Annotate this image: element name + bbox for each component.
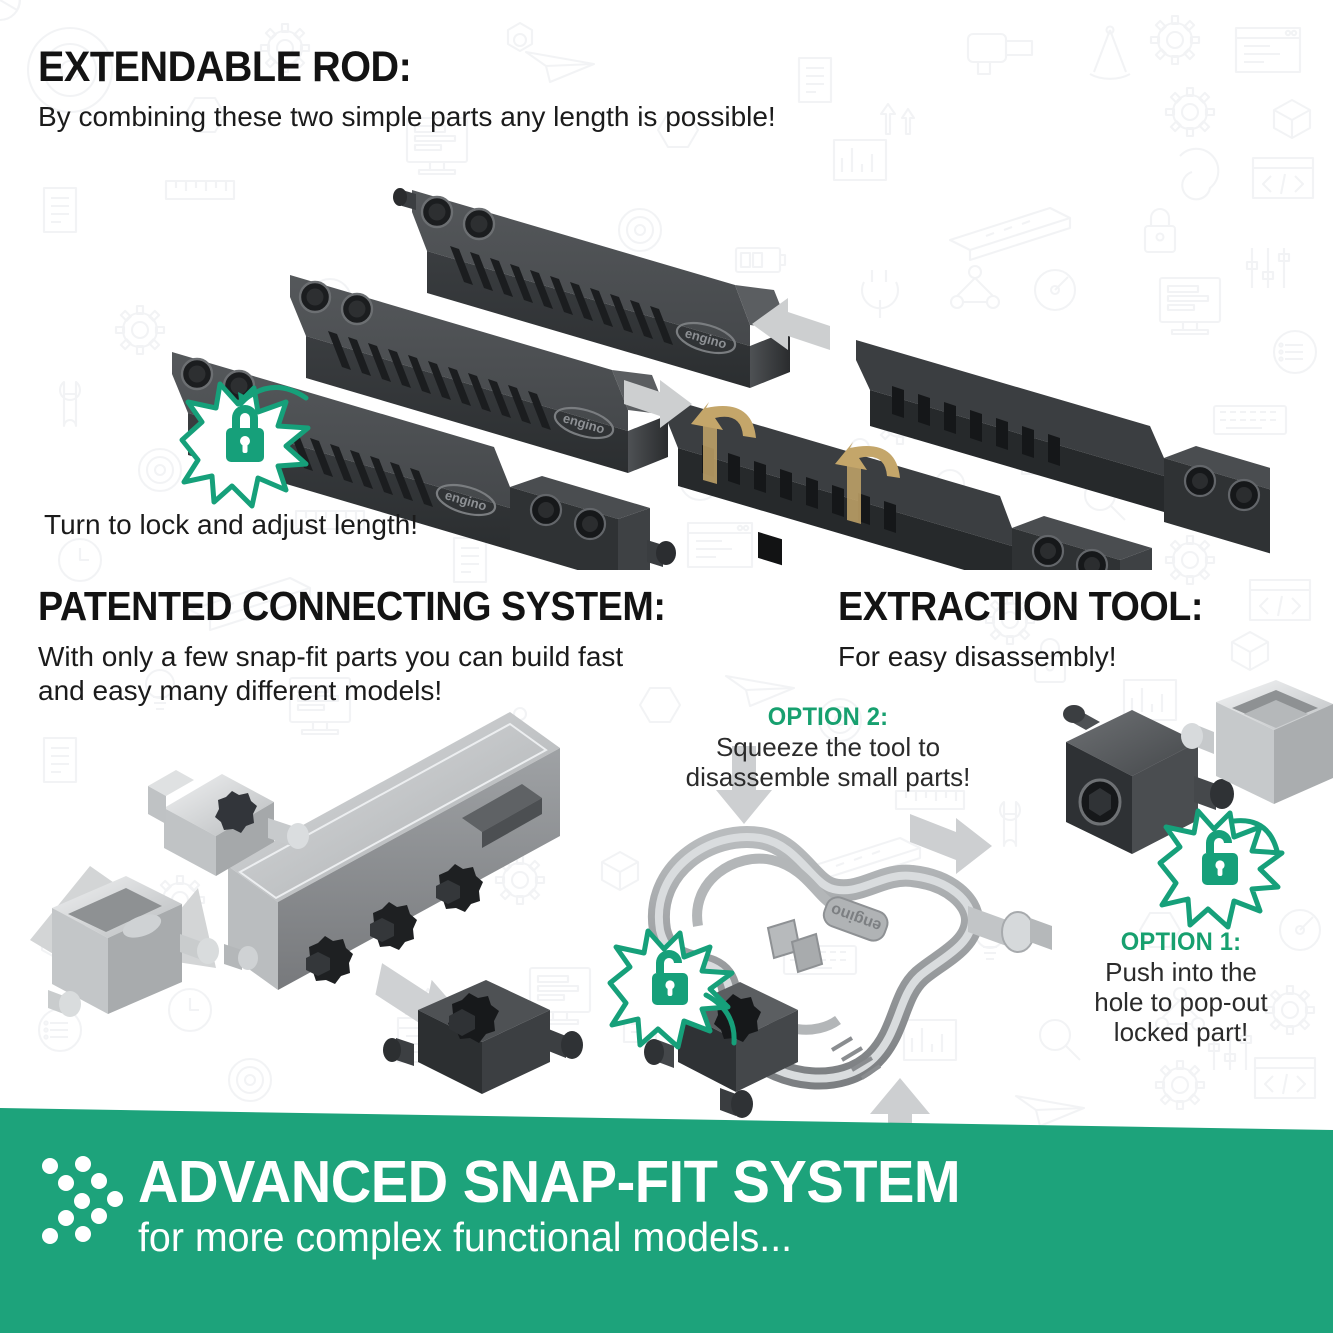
dark-cube-part [1063,705,1234,854]
rotation-arrow-1 [691,402,756,484]
padlock-open-icon [1202,830,1238,885]
insert-arrow-right [910,814,992,874]
option-2-callout: OPTION 2: Squeeze the tool to disassembl… [648,703,1008,792]
option-1-callout: OPTION 1: Push into the hole to pop-out … [1050,928,1312,1047]
footer-text-block: ADVANCED SNAP-FIT SYSTEM for more comple… [138,1152,1003,1259]
footer-banner: ADVANCED SNAP-FIT SYSTEM for more comple… [0,1108,1333,1333]
section-title-patented-connecting-system: PATENTED CONNECTING SYSTEM: [38,583,666,629]
footer-title: ADVANCED SNAP-FIT SYSTEM [138,1149,961,1215]
section-title-extraction-tool: EXTRACTION TOOL: [838,583,1203,629]
light-cube-connector [48,876,219,1017]
unlock-badge-tool [607,928,737,1050]
patented-subtitle-line-1: With only a few snap-fit parts you can b… [38,641,624,672]
engino-dots-logo-icon [42,1156,123,1244]
padlock-closed-icon [226,405,264,462]
squeeze-arrow-bottom [870,1078,930,1140]
extendable-rod-illustration: engino [172,188,1270,570]
rod-front-end-connector [510,476,676,570]
option-2-line-1: Squeeze the tool to [715,732,941,762]
socket-group [306,864,483,984]
assembly-arrow-right [752,298,830,350]
slotted-rod-end-block [1164,446,1270,554]
footer-subtitle: for more complex functional models... [138,1214,793,1261]
slotted-rod-right [856,340,1270,554]
light-open-cube [1181,680,1333,804]
extraction-tool-illustration: engino [644,680,1333,1140]
section-subtitle-patented-connecting-system: With only a few snap-fit parts you can b… [38,640,623,708]
option-2-line-2: disassemble small parts! [685,762,971,793]
connecting-system-illustration [30,712,583,1094]
rotation-arrow-2 [835,442,900,524]
option-1-line-1: Push into the [1105,957,1257,987]
unlock-badge-option1 [1157,808,1285,930]
rotating-connector-rod [666,398,1152,570]
section-subtitle-extendable-rod: By combining these two simple parts any … [38,101,776,132]
small-gray-connector [148,770,309,876]
rotating-rod-end-block [1012,516,1152,570]
option-1-line-2: hole to pop-out [1094,987,1268,1018]
patented-subtitle-line-2: and easy many different models! [38,675,443,707]
rod-caption: Turn to lock and adjust length! [44,509,419,540]
option-1-line-3: locked part! [1113,1017,1249,1048]
option-1-label: OPTION 1: [1120,928,1242,956]
padlock-open-icon [652,950,688,1005]
lock-badge-rod [179,381,311,509]
section-subtitle-extraction-tool: For easy disassembly! [838,641,1117,672]
option-2-label: OPTION 2: [767,703,889,731]
squeeze-arrow-top [716,746,772,824]
black-connector-part [383,980,583,1094]
section-title-extendable-rod: EXTENDABLE ROD: [38,43,412,91]
connector-beam [224,712,560,990]
assembly-arrow-left [624,380,692,428]
